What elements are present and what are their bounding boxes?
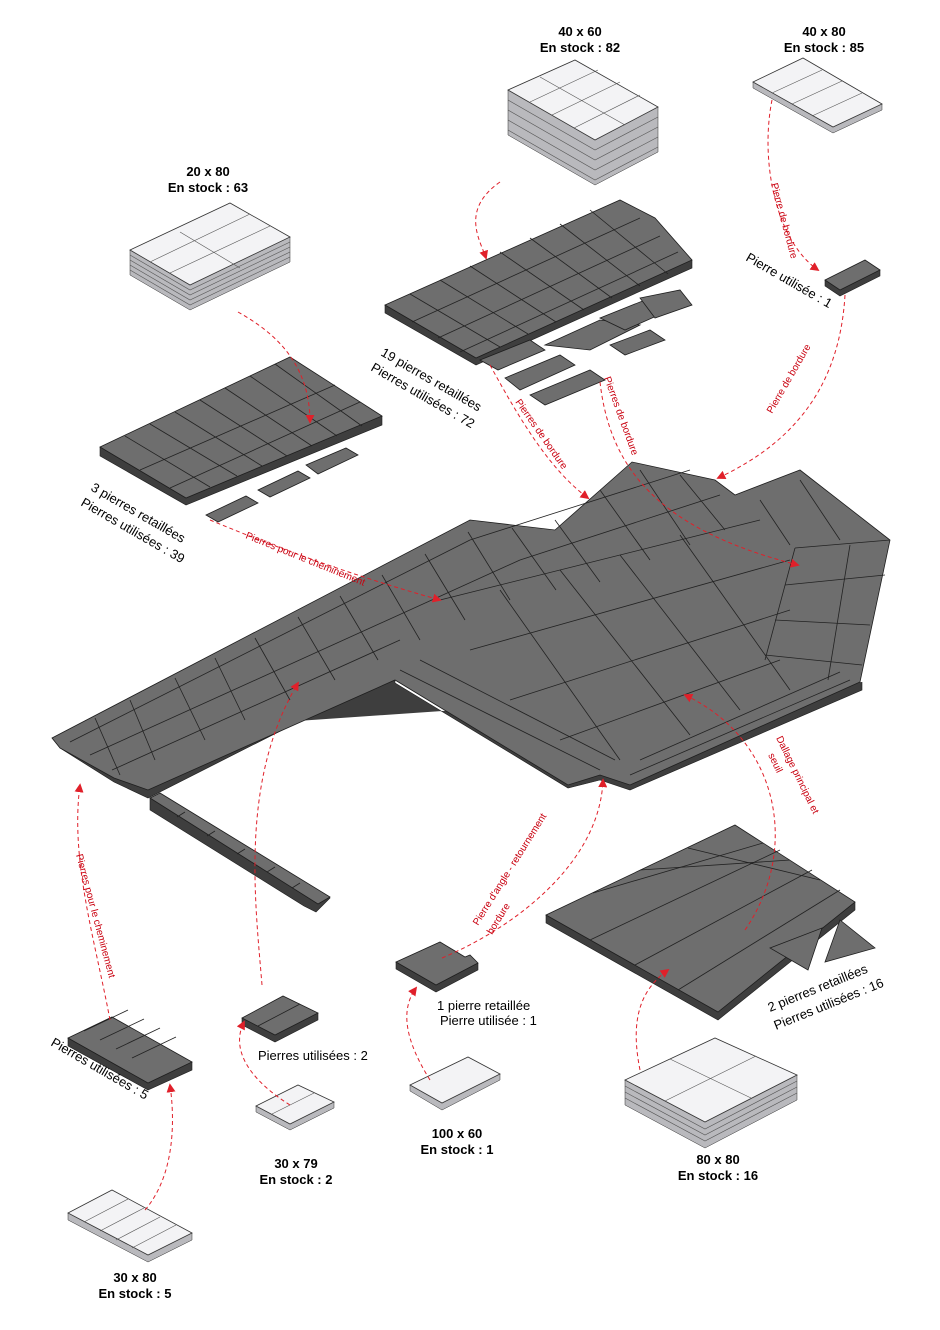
stock-pile-40x60 — [507, 59, 659, 186]
stock-pile-100x60 — [409, 1056, 501, 1111]
stock-pile-30x79 — [255, 1084, 335, 1131]
retailed-stone-2 — [257, 470, 311, 498]
stock-count-30x79: En stock : 2 — [260, 1172, 333, 1187]
paved-40x60 — [384, 199, 693, 406]
border-stone-40x80 — [824, 259, 881, 291]
label-bordure-right: Pierre de bordure — [768, 182, 799, 260]
stock-size-30x80: 30 x 80 — [113, 1270, 156, 1285]
stock-size-40x80: 40 x 80 — [802, 24, 845, 39]
stock-pile-80x80 — [624, 1037, 798, 1149]
label-bordure-b: Pierres de bordure — [601, 375, 640, 457]
stock-size-100x60: 100 x 60 — [432, 1126, 483, 1141]
label-bordure-a: Pierres de bordure — [513, 397, 570, 472]
stock-pile-30x80 — [67, 1189, 193, 1263]
stock-pile-20x80 — [129, 202, 291, 311]
label-dallage-line1: Dallage principal et — [773, 734, 820, 815]
retailed-triangle-2 — [824, 919, 876, 963]
label-bordure-right-top: Pierre de bordure — [765, 342, 814, 415]
retailed-triangle-1 — [769, 927, 823, 971]
usage-100x60-line1: 1 pierre retaillée — [437, 998, 530, 1013]
stock-count-40x80: En stock : 85 — [784, 40, 864, 55]
paved-30x79 — [241, 995, 319, 1043]
stock-count-30x80: En stock : 5 — [99, 1286, 172, 1301]
walkway-paving — [51, 461, 891, 791]
stock-count-40x60: En stock : 82 — [540, 40, 620, 55]
label-cheminement-left: Pierres pour le cheminement — [73, 853, 117, 980]
stock-count-80x80: En stock : 16 — [678, 1168, 758, 1183]
walkway-joints — [69, 469, 891, 776]
paved-30x80 — [67, 1009, 193, 1091]
arrows — [74, 99, 846, 1211]
usage-100x60-line2: Pierre utilisée : 1 — [440, 1013, 537, 1028]
usage-30x79-line1: Pierres utilisées : 2 — [258, 1048, 368, 1063]
paved-80x80 — [545, 824, 876, 1021]
main-terrace — [51, 461, 891, 913]
retailed-stone-1 — [205, 495, 259, 523]
stock-size-30x79: 30 x 79 — [274, 1156, 317, 1171]
stock-count-100x60: En stock : 1 — [421, 1142, 494, 1157]
stock-size-80x80: 80 x 80 — [696, 1152, 739, 1167]
stock-size-40x60: 40 x 60 — [558, 24, 601, 39]
stock-size-20x80: 20 x 80 — [186, 164, 229, 179]
paved-20x80 — [99, 356, 383, 523]
stock-count-20x80: En stock : 63 — [168, 180, 248, 195]
stock-pile-40x80 — [752, 57, 883, 134]
label-cheminement-top: Pierres pour le cheminement — [244, 531, 367, 589]
paved-100x60 — [395, 941, 479, 993]
retailed-stone-3 — [305, 447, 359, 475]
